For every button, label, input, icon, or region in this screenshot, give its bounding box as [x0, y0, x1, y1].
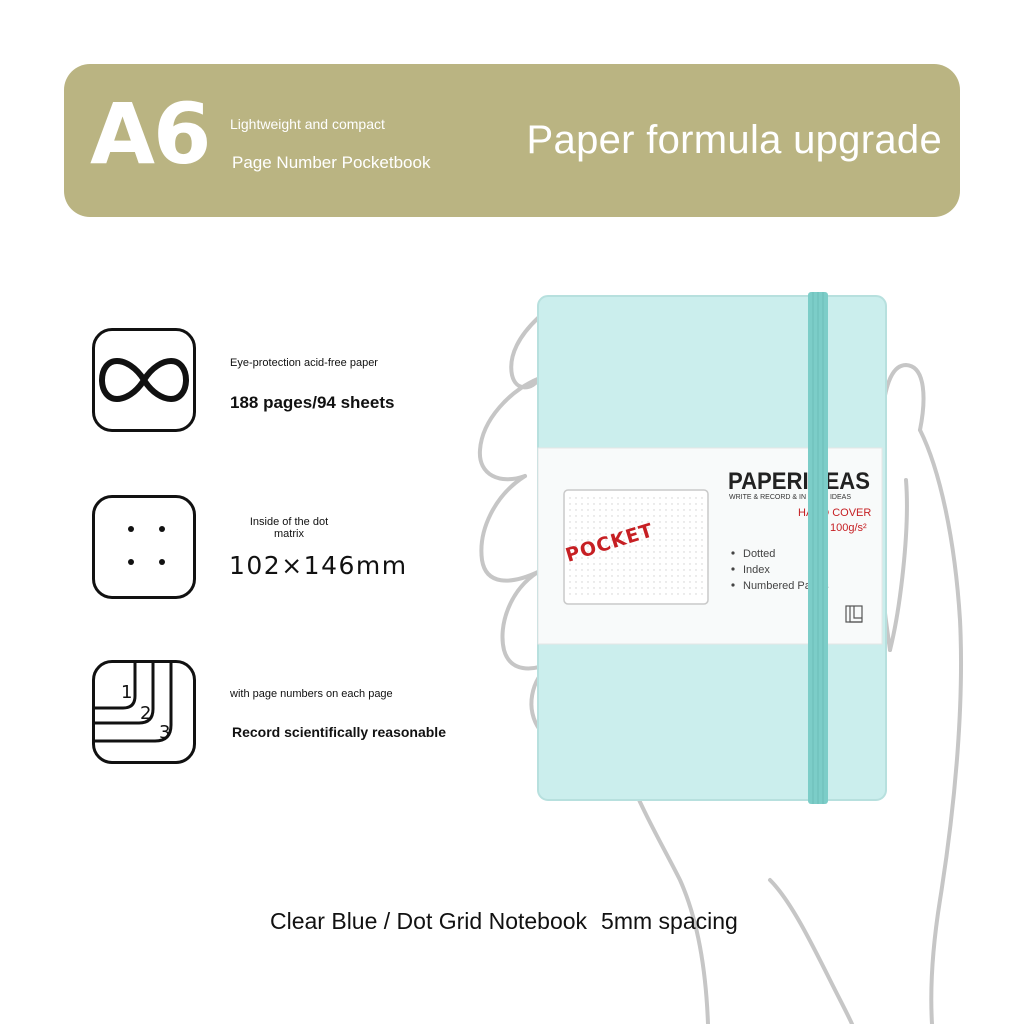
spec-dotted: Dotted [743, 548, 775, 560]
spec-index: Index [743, 564, 770, 576]
brand-name: PAPERIDEAS [728, 468, 870, 495]
icon-number-2: 2 [140, 703, 151, 724]
tagline: Lightweight and compact [230, 116, 385, 132]
feature-paper-detail: 188 pages/94 sheets [230, 393, 395, 412]
paper-weight: 100g/s² [830, 522, 867, 534]
feature-pages-detail: Record scientifically reasonable [232, 724, 446, 740]
feature-dot-caption: Inside of the dot matrix [249, 516, 329, 540]
spec-numbered-pages: Numbered Pages [743, 580, 829, 592]
brand-tagline: WRITE & RECORD & IN YOUR IDEAS [729, 494, 851, 501]
product-type: Page Number Pocketbook [232, 153, 431, 172]
title-banner: A6 Lightweight and compact Page Number P… [64, 64, 960, 217]
product-caption: Clear Blue / Dot Grid Notebook 5mm spacin… [270, 908, 738, 935]
page-numbers-icon: 1 2 3 [92, 660, 196, 764]
size-label: A6 [90, 85, 211, 183]
feature-pages-caption: with page numbers on each page [230, 688, 393, 700]
product-name: Clear Blue / Dot Grid Notebook [270, 908, 588, 934]
notebook-in-hand-illustration: POCKET PAPERIDEAS WRITE & RECORD & IN YO… [477, 292, 964, 1024]
dot-matrix-icon [92, 495, 196, 599]
feature-dot-detail: 102×146mm [229, 551, 408, 580]
spacing-label: 5mm spacing [601, 908, 738, 934]
icon-number-3: 3 [159, 722, 170, 743]
feature-paper-caption: Eye-protection acid-free paper [230, 357, 378, 369]
icon-number-1: 1 [121, 682, 132, 703]
headline: Paper formula upgrade [526, 118, 942, 162]
pages-glyph [845, 605, 863, 623]
infinity-icon [92, 328, 196, 432]
dot-grid [569, 497, 703, 595]
